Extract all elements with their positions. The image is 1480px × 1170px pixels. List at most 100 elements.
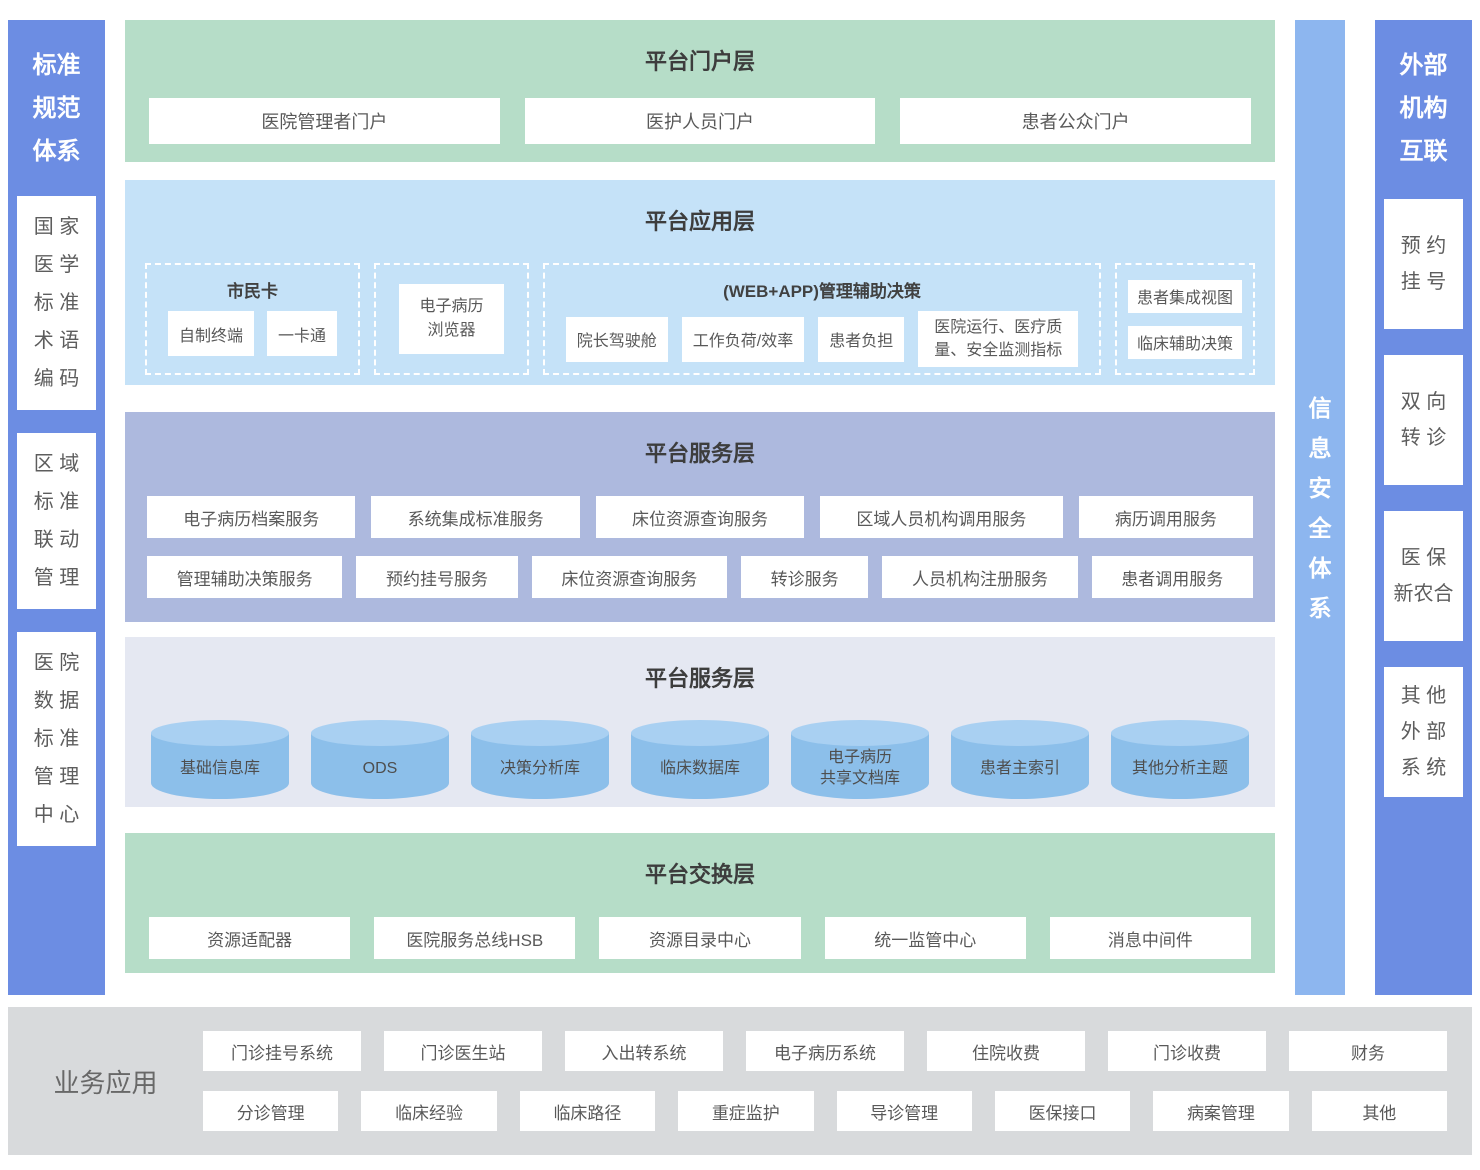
app-group-patient-view: 患者集成视图临床辅助决策 (1115, 263, 1255, 375)
left-sidebar-title-line: 规范 (32, 95, 81, 122)
portal-layer-band: 平台门户层 医院管理者门户医护人员门户患者公众门户 (125, 20, 1275, 162)
app-group-emr-browser: 电子病历 浏览器 (374, 263, 529, 375)
database-cylinder: ODS (311, 720, 449, 799)
service-item: 床位资源查询服务 (595, 496, 805, 538)
exchange-item: 资源适配器 (149, 917, 351, 959)
service-layer-title: 平台服务层 (644, 441, 755, 466)
app-item: 院长驾驶舱 (565, 316, 668, 362)
security-bar-char: 系 (1308, 594, 1332, 621)
business-item: 门诊医生站 (384, 1031, 542, 1071)
business-item: 门诊挂号系统 (203, 1031, 361, 1071)
app-item: 临床辅助决策 (1128, 325, 1242, 359)
left-sidebar-title-line: 体系 (32, 138, 81, 165)
left-sidebar-title-line: 标准 (32, 52, 81, 79)
data-layer-title: 平台服务层 (644, 666, 755, 691)
exchange-item: 消息中间件 (1049, 917, 1252, 959)
left-sidebar-title: 标准规范体系 (8, 20, 105, 173)
right-sidebar-item: 双 向 转 诊 (1384, 355, 1463, 485)
service-item: 床位资源查询服务 (531, 556, 727, 598)
left-sidebar: 标准规范体系 国 家 医 学 标 准 术 语 编 码区 域 标 准 联 动 管 … (8, 20, 105, 995)
business-item: 病案管理 (1153, 1091, 1289, 1131)
app-item: 工作负荷/效率 (681, 316, 805, 362)
security-bar-char: 安 (1308, 474, 1332, 501)
business-item: 财务 (1289, 1031, 1447, 1071)
service-layer-row2: 管理辅助决策服务预约挂号服务床位资源查询服务转诊服务人员机构注册服务患者调用服务 (147, 556, 1253, 598)
app-group-management-decision-items: 院长驾驶舱工作负荷/效率患者负担医院运行、医疗质量、安全监测指标 (565, 311, 1079, 367)
security-bar-text: 信息安全体系 (1309, 388, 1332, 628)
exchange-layer-title: 平台交换层 (644, 862, 755, 887)
database-cylinder: 基础信息库 (151, 720, 289, 799)
business-rows: 门诊挂号系统门诊医生站入出转系统电子病历系统住院收费门诊收费财务 分诊管理临床经… (203, 1031, 1447, 1131)
left-sidebar-item: 医 院 数 据 标 准 管 理 中 心 (17, 632, 96, 846)
business-item: 导诊管理 (836, 1091, 972, 1131)
exchange-item: 统一监管中心 (824, 917, 1026, 959)
service-item: 病历调用服务 (1078, 496, 1254, 538)
service-item: 区域人员机构调用服务 (820, 496, 1063, 538)
app-item: 电子病历 浏览器 (399, 284, 504, 354)
database-cylinder: 其他分析主题 (1111, 720, 1249, 799)
service-item: 系统集成标准服务 (371, 496, 580, 538)
security-bar-char: 全 (1308, 514, 1332, 541)
portal-item: 医院管理者门户 (149, 98, 500, 144)
diagram-columns: 标准规范体系 国 家 医 学 标 准 术 语 编 码区 域 标 准 联 动 管 … (8, 20, 1472, 995)
portal-layer-title: 平台门户层 (644, 49, 755, 74)
database-cylinder: 患者主索引 (951, 720, 1089, 799)
database-cylinder: 电子病历 共享文档库 (791, 720, 929, 799)
portal-item: 患者公众门户 (900, 98, 1252, 144)
business-item: 其他 (1311, 1091, 1447, 1131)
portal-layer-items: 医院管理者门户医护人员门户患者公众门户 (149, 98, 1252, 144)
business-item: 门诊收费 (1108, 1031, 1266, 1071)
right-sidebar-item: 医 保 新农合 (1384, 511, 1463, 641)
business-item: 医保接口 (994, 1091, 1131, 1131)
business-item: 电子病历系统 (746, 1031, 904, 1071)
app-item: 患者负担 (818, 316, 905, 362)
business-item: 入出转系统 (565, 1031, 723, 1071)
right-sidebar-title: 外部机构互联 (1375, 20, 1472, 173)
app-item: 患者集成视图 (1128, 279, 1242, 313)
right-sidebar: 外部机构互联 预 约 挂 号双 向 转 诊医 保 新农合其 他 外 部 系 统 (1375, 20, 1472, 995)
business-item: 临床路径 (519, 1091, 656, 1131)
app-group-citizen-card-items: 自制终端一卡通 (167, 311, 338, 356)
left-sidebar-items: 国 家 医 学 标 准 术 语 编 码区 域 标 准 联 动 管 理医 院 数 … (8, 196, 105, 846)
platform-diagram-main: 平台门户层 医院管理者门户医护人员门户患者公众门户 平台应用层 市民卡 自制终端… (125, 20, 1275, 995)
exchange-layer-items: 资源适配器医院服务总线HSB 资源目录中心统一监管中心消息中间件 (149, 917, 1252, 959)
app-group-management-decision: (WEB+APP)管理辅助决策 院长驾驶舱工作负荷/效率患者负担医院运行、医疗质… (543, 263, 1101, 375)
business-item: 住院收费 (927, 1031, 1085, 1071)
service-item: 患者调用服务 (1091, 556, 1253, 598)
app-item: 自制终端 (167, 311, 254, 356)
exchange-item: 资源目录中心 (599, 917, 801, 959)
app-layer-band: 平台应用层 市民卡 自制终端一卡通 电子病历 浏览器 (WEB+APP)管理辅助… (125, 180, 1275, 385)
security-bar-char: 息 (1308, 434, 1332, 461)
right-sidebar-item: 其 他 外 部 系 统 (1384, 667, 1463, 797)
app-layer-groups: 市民卡 自制终端一卡通 电子病历 浏览器 (WEB+APP)管理辅助决策 院长驾… (145, 263, 1255, 375)
data-layer-cylinders: 基础信息库 ODS 决策分析库临床数据库电子病历 共享文档库患者主索引其他分析主题 (151, 720, 1249, 799)
service-item: 预约挂号服务 (356, 556, 518, 598)
service-item: 人员机构注册服务 (882, 556, 1078, 598)
service-item: 电子病历档案服务 (147, 496, 356, 538)
app-group-management-decision-label: (WEB+APP)管理辅助决策 (723, 282, 921, 301)
right-sidebar-item: 预 约 挂 号 (1384, 199, 1463, 329)
left-sidebar-item: 区 域 标 准 联 动 管 理 (17, 433, 96, 609)
service-layer-row1: 电子病历档案服务系统集成标准服务床位资源查询服务区域人员机构调用服务病历调用服务 (147, 496, 1254, 538)
exchange-layer-band: 平台交换层 资源适配器医院服务总线HSB 资源目录中心统一监管中心消息中间件 (125, 833, 1275, 973)
database-cylinder: 临床数据库 (631, 720, 769, 799)
service-item: 转诊服务 (740, 556, 869, 598)
left-sidebar-item: 国 家 医 学 标 准 术 语 编 码 (17, 196, 96, 410)
service-item: 管理辅助决策服务 (147, 556, 343, 598)
app-layer-title: 平台应用层 (644, 209, 755, 234)
right-sidebar-title-line: 外部 (1399, 52, 1448, 79)
business-item: 临床经验 (361, 1091, 497, 1131)
security-bar-char: 体 (1308, 554, 1332, 581)
business-item: 重症监护 (678, 1091, 814, 1131)
right-sidebar-title-line: 机构 (1399, 95, 1448, 122)
right-sidebar-items: 预 约 挂 号双 向 转 诊医 保 新农合其 他 外 部 系 统 (1375, 199, 1472, 797)
business-row2: 分诊管理临床经验临床路径重症监护导诊管理医保接口病案管理其他 (203, 1091, 1447, 1131)
app-group-citizen-card: 市民卡 自制终端一卡通 (145, 263, 360, 375)
security-bar-char: 信 (1308, 394, 1332, 421)
exchange-item: 医院服务总线HSB (374, 917, 576, 959)
database-cylinder: 决策分析库 (471, 720, 609, 799)
service-layer-band: 平台服务层 电子病历档案服务系统集成标准服务床位资源查询服务区域人员机构调用服务… (125, 412, 1275, 622)
app-item: 一卡通 (267, 311, 338, 356)
app-group-citizen-card-label: 市民卡 (227, 282, 278, 301)
